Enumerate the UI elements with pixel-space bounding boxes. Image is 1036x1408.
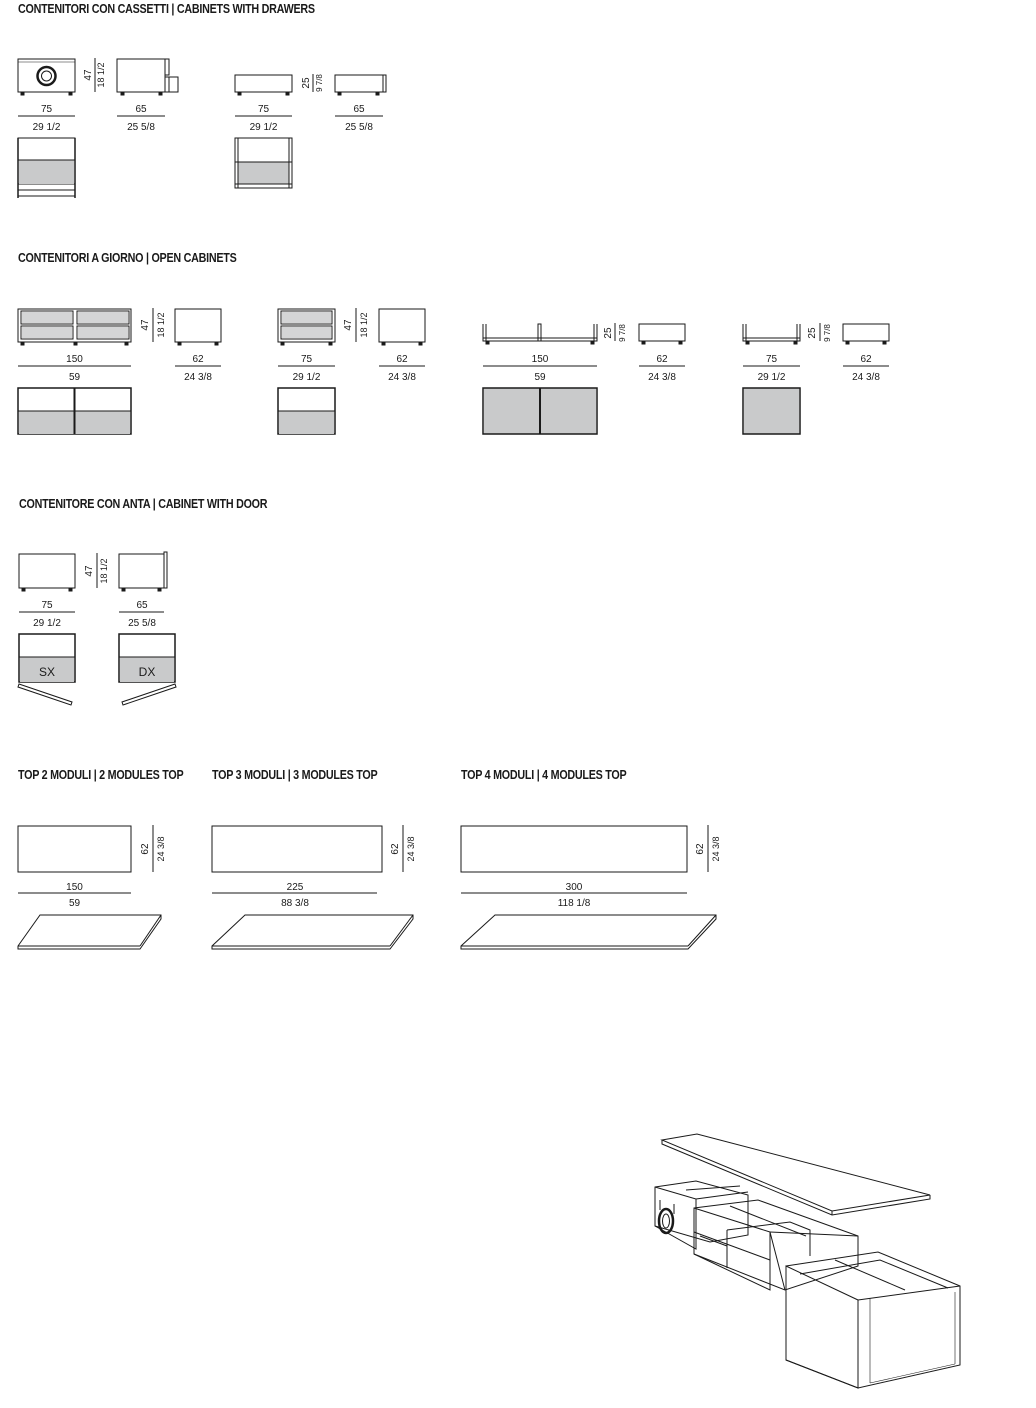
door-width-cm: 75 [41, 600, 53, 611]
drawers-b-depth-in: 25 5/8 [345, 122, 373, 133]
drawers-b-side [334, 74, 387, 96]
door-width-in: 29 1/2 [33, 618, 61, 629]
open-b-width-cm: 75 [301, 354, 313, 365]
open-b-depth-in: 24 3/8 [388, 372, 416, 383]
top4-depth-cm: 62 [695, 843, 706, 855]
open-a-depth-in: 24 3/8 [184, 372, 212, 383]
drawers-a-height-cm: 47 [83, 69, 94, 81]
open-c-front [482, 323, 598, 345]
door-left-label: SX [39, 665, 55, 679]
top3-drawing [211, 825, 414, 950]
open-a-depth-cm: 62 [192, 354, 204, 365]
open-d-depth-cm: 62 [860, 354, 872, 365]
open-d-height-cm: 25 [807, 327, 818, 339]
open-a-plan [17, 387, 132, 435]
drawers-a-depth-in: 25 5/8 [127, 122, 155, 133]
top4-depth-in: 24 3/8 [711, 836, 721, 861]
open-d-width-cm: 75 [766, 354, 778, 365]
open-c-height-in: 9 7/8 [618, 324, 627, 342]
top2-depth-in: 24 3/8 [156, 836, 166, 861]
drawers-b-depth-cm: 65 [353, 104, 365, 115]
drawers-a-width-cm: 75 [41, 104, 53, 115]
drawers-a-plan [17, 137, 76, 198]
top4-width-in: 118 1/8 [558, 898, 591, 909]
drawers-a-side [116, 58, 179, 96]
top3-depth-in: 24 3/8 [406, 836, 416, 861]
drawers-b-front [234, 74, 293, 96]
open-d-front [742, 324, 801, 345]
open-b-width-in: 29 1/2 [293, 372, 321, 383]
open-c-height-cm: 25 [603, 327, 614, 339]
drawers-a-width-in: 29 1/2 [33, 122, 61, 133]
open-a-front [17, 308, 132, 346]
top4-width-cm: 300 [566, 882, 583, 893]
open-b-height-in: 18 1/2 [359, 312, 369, 337]
open-b-depth-cm: 62 [396, 354, 408, 365]
open-a-width-in: 59 [69, 372, 81, 383]
open-b-front [277, 308, 336, 346]
door-height-cm: 47 [84, 565, 95, 577]
top3-depth-cm: 62 [390, 843, 401, 855]
drawers-b-height-cm: 25 [301, 77, 312, 89]
drawers-b-width-in: 29 1/2 [250, 122, 278, 133]
open-b-height-cm: 47 [343, 319, 354, 331]
door-height-in: 18 1/2 [99, 558, 109, 583]
door-front [18, 553, 76, 592]
open-c-depth-in: 24 3/8 [648, 372, 676, 383]
door-right-label: DX [139, 665, 156, 679]
door-side [118, 551, 168, 592]
door-depth-in: 25 5/8 [128, 618, 156, 629]
open-d-plan [742, 387, 801, 435]
section-title-open: CONTENITORI A GIORNO | OPEN CABINETS [18, 251, 237, 265]
open-d-width-in: 29 1/2 [758, 372, 786, 383]
drawers-a-height-in: 18 1/2 [96, 62, 106, 87]
open-c-width-in: 59 [534, 372, 546, 383]
section-title-drawers: CONTENITORI CON CASSETTI | CABINETS WITH… [18, 2, 315, 16]
drawers-a-depth-cm: 65 [135, 104, 147, 115]
open-b-plan [277, 387, 336, 435]
open-d-height-in: 9 7/8 [823, 324, 832, 342]
open-d-side [842, 323, 890, 345]
top4-drawing [460, 825, 717, 950]
section-title-top2: TOP 2 MODULI | 2 MODULES TOP [18, 768, 184, 782]
section-title-top3: TOP 3 MODULI | 3 MODULES TOP [212, 768, 378, 782]
open-a-height-in: 18 1/2 [156, 312, 166, 337]
open-b-side [378, 308, 426, 346]
door-depth-cm: 65 [136, 600, 148, 611]
drawers-b-width-cm: 75 [258, 104, 270, 115]
open-c-depth-cm: 62 [656, 354, 668, 365]
open-a-width-cm: 150 [66, 354, 83, 365]
open-d-depth-in: 24 3/8 [852, 372, 880, 383]
top2-width-cm: 150 [66, 882, 83, 893]
section-title-top4: TOP 4 MODULI | 4 MODULES TOP [461, 768, 627, 782]
open-c-side [638, 323, 686, 345]
door-plan-right [118, 633, 177, 706]
open-c-plan [482, 387, 598, 435]
exploded-assembly-illustration [654, 1133, 961, 1389]
top2-drawing [17, 825, 162, 950]
top2-width-in: 59 [69, 898, 81, 909]
drawers-a-front [17, 58, 76, 96]
door-plan-left [17, 633, 76, 706]
drawers-b-plan [234, 137, 293, 189]
top3-width-cm: 225 [287, 882, 304, 893]
open-a-side [174, 308, 222, 346]
drawers-b-height-in: 9 7/8 [315, 74, 324, 92]
open-a-height-cm: 47 [140, 319, 151, 331]
section-title-door: CONTENITORE CON ANTA | CABINET WITH DOOR [19, 497, 268, 511]
top2-depth-cm: 62 [140, 843, 151, 855]
top3-width-in: 88 3/8 [281, 898, 309, 909]
open-c-width-cm: 150 [532, 354, 549, 365]
